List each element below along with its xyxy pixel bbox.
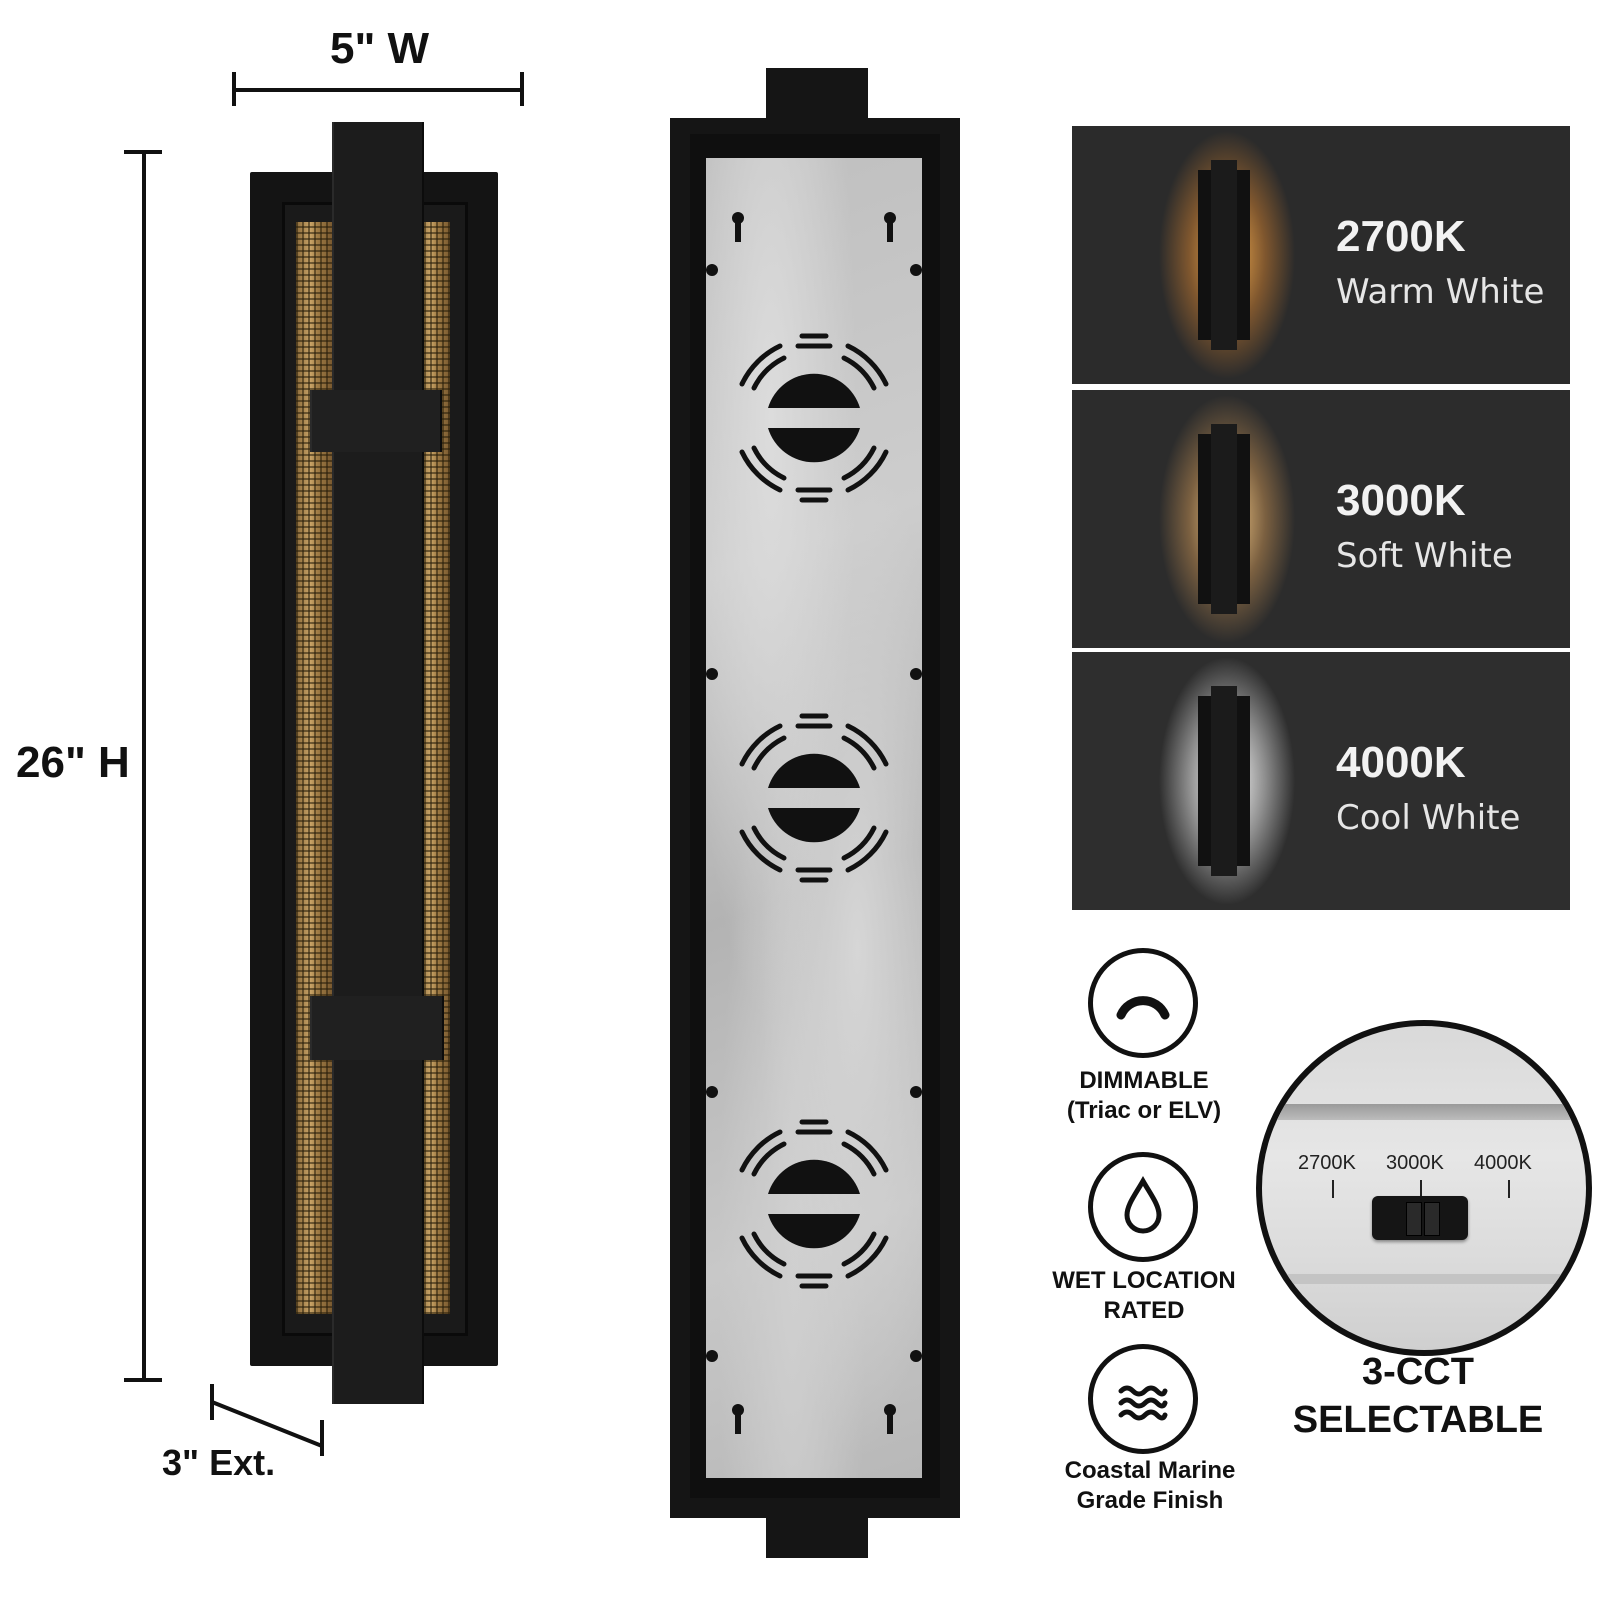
cct-title-line1: 3-CCT [1362, 1351, 1474, 1393]
feature-label: DIMMABLE (Triac or ELV) [1024, 1066, 1264, 1126]
panel-2700k: 2700K Warm White [1072, 126, 1570, 384]
switch-housing-edge [1262, 1104, 1586, 1120]
switch-housing-edge [1262, 1274, 1586, 1284]
back-tab-top [766, 68, 868, 124]
fixture-cross-bar-top [310, 390, 442, 452]
cct-option-2700k: 2700K [1298, 1152, 1356, 1174]
back-tab-bottom [766, 1516, 868, 1558]
panel-3000k: 3000K Soft White [1072, 390, 1570, 648]
kelvin-label: 2700K [1336, 212, 1466, 261]
feature-label-line1: Coastal Marine [1064, 1457, 1236, 1484]
tick-mark [1332, 1180, 1334, 1198]
dimmer-icon [1088, 948, 1198, 1058]
height-label: 26" H [16, 738, 130, 787]
width-tick-left [232, 72, 236, 106]
height-dimension-line [142, 152, 146, 1382]
fixture-thumbnail-bar [1211, 160, 1237, 350]
waves-icon [1088, 1344, 1198, 1454]
extension-label: 3" Ext. [162, 1442, 276, 1483]
feature-label-line2: RATED [1103, 1297, 1185, 1324]
width-dimension-line [234, 88, 522, 92]
kelvin-label: 3000K [1336, 476, 1466, 525]
fixture-thumbnail-bar [1211, 686, 1237, 876]
tick-mark [1508, 1180, 1510, 1198]
feature-label-line1: WET LOCATION [1052, 1267, 1236, 1294]
cct-option-4000k: 4000K [1474, 1152, 1532, 1174]
switch-knob [1424, 1202, 1440, 1236]
kelvin-name: Warm White [1336, 272, 1545, 312]
kelvin-name: Soft White [1336, 536, 1513, 576]
cct-selectable-title: 3-CCT SELECTABLE [1268, 1348, 1568, 1444]
tick-mark [1420, 1180, 1422, 1198]
width-tick-right [520, 72, 524, 106]
mounting-plate-details [706, 212, 922, 1434]
cct-title-line2: SELECTABLE [1292, 1399, 1544, 1441]
width-label: 5" W [330, 24, 430, 73]
height-tick-bottom [124, 1378, 162, 1382]
kelvin-name: Cool White [1336, 798, 1521, 838]
feature-label: WET LOCATION RATED [1024, 1266, 1264, 1326]
switch-knob[interactable] [1406, 1202, 1422, 1236]
feature-label: Coastal Marine Grade Finish [1030, 1456, 1270, 1516]
fixture-center-bar [332, 122, 424, 1404]
cct-switch-closeup: 2700K 3000K 4000K [1256, 1020, 1592, 1356]
water-drop-icon [1088, 1152, 1198, 1262]
feature-label-line2: (Triac or ELV) [1066, 1097, 1222, 1124]
brass-mesh-left [296, 222, 332, 1314]
feature-label-line1: DIMMABLE [1079, 1067, 1209, 1094]
fixture-cross-bar-bottom [310, 996, 444, 1060]
panel-4000k: 4000K Cool White [1072, 652, 1570, 910]
feature-label-line2: Grade Finish [1076, 1487, 1224, 1514]
height-tick-top [124, 150, 162, 154]
fixture-thumbnail-bar [1211, 424, 1237, 614]
kelvin-label: 4000K [1336, 738, 1466, 787]
cct-option-3000k: 3000K [1386, 1152, 1444, 1174]
cct-slide-switch[interactable] [1372, 1196, 1468, 1240]
extension-dimension-line [210, 1384, 324, 1456]
